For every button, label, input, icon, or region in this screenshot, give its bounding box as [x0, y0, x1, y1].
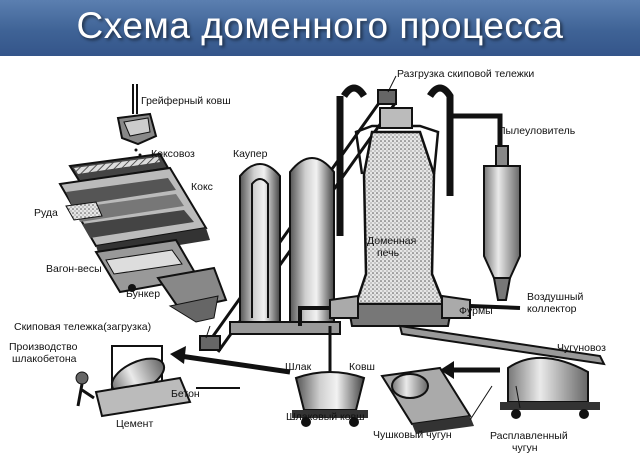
label-grab-bucket: Грейферный ковш: [141, 95, 231, 107]
label-slag: Шлак: [285, 361, 312, 373]
label-weigh-car: Вагон-весы: [46, 263, 102, 275]
label-cement: Цемент: [116, 418, 153, 430]
label-blast-furnace-1: Доменная: [367, 235, 416, 247]
title-bar: [0, 0, 640, 56]
label-coke-car: Коксовоз: [151, 148, 195, 160]
air-collector: [298, 304, 521, 326]
blast-furnace-diagram: Разгрузка скиповой тележки Грейферный ко…: [9, 68, 606, 454]
grab-bucket: [116, 84, 158, 161]
label-blast-furnace-2: печь: [377, 247, 400, 259]
label-air-collector-1: Воздушный: [527, 291, 583, 303]
label-concrete: Бетон: [171, 388, 200, 400]
label-ladle: Ковш: [349, 361, 375, 373]
flow-arrows: [170, 346, 500, 389]
label-bunker: Бункер: [126, 288, 160, 300]
label-ore: Руда: [34, 207, 58, 219]
page-title: Схема доменного процесса: [76, 5, 564, 46]
dust-catcher: [450, 113, 521, 301]
label-molten-1: Расплавленный: [490, 430, 568, 442]
pig-casting-machine: [380, 366, 474, 434]
label-slag-concrete-1: Производство: [9, 341, 78, 353]
label-coke: Кокс: [191, 181, 213, 193]
label-cowper: Каупер: [233, 148, 268, 160]
label-skip-unload: Разгрузка скиповой тележки: [397, 68, 534, 80]
bunker: [156, 266, 228, 323]
cowper-stoves: [229, 157, 341, 335]
blast-furnace: [329, 84, 471, 327]
slag-concrete-plant: [75, 345, 192, 418]
label-slag-ladle: Шлаковый ковш: [286, 411, 365, 423]
ore-conveyor: [58, 166, 210, 258]
label-slag-concrete-2: шлакобетона: [12, 353, 77, 365]
label-dust-catcher: Пылеуловитель: [498, 125, 576, 137]
label-pig-iron: Чушковый чугун: [373, 429, 452, 441]
iron-channel: [398, 324, 606, 366]
label-skip-car-loading: Скиповая тележка(загрузка): [14, 321, 151, 333]
iron-car: [500, 357, 600, 419]
leader-lines: [205, 75, 521, 421]
label-air-collector-2: коллектор: [527, 303, 577, 315]
label-iron-car: Чугуновоз: [557, 342, 606, 354]
slag-ladle: [292, 326, 368, 427]
label-tuyeres: Фурмы: [459, 305, 493, 317]
label-molten-2: чугун: [512, 442, 538, 454]
